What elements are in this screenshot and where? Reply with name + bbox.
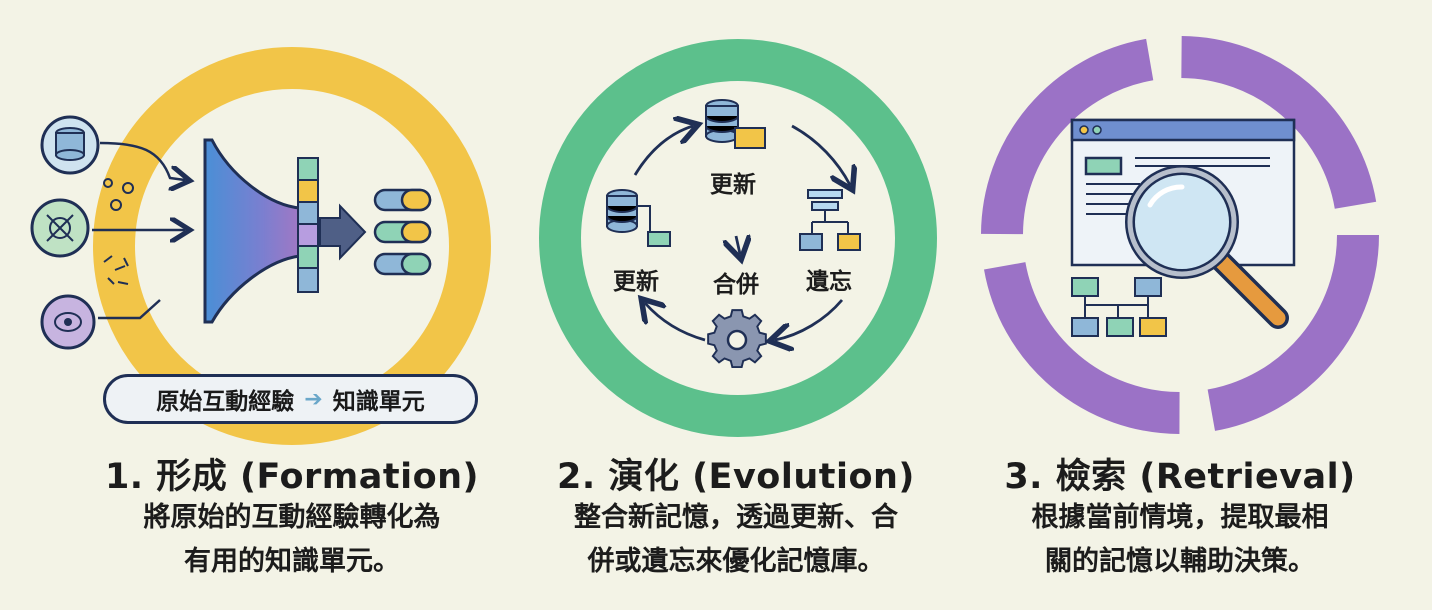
evolution-label-left: 更新 [613, 269, 659, 295]
evolution-title: 2. 演化 (Evolution) [557, 457, 915, 497]
formation-panel [30, 47, 491, 445]
evolution-label-right: 遺忘 [806, 269, 852, 295]
database-icon [40, 115, 100, 175]
retrieval-title: 3. 檢索 (Retrieval) [1004, 457, 1356, 497]
pill-arrow-icon: ➔ [304, 386, 323, 412]
output-arrow [319, 203, 367, 261]
formation-ring [93, 47, 491, 445]
scatter-particles-icon [103, 178, 134, 285]
magnifier-icon [1125, 165, 1289, 329]
pill-to-label: 知識單元 [332, 389, 425, 415]
gear-icon [707, 309, 767, 369]
knowledge-column [297, 157, 319, 293]
formation-pill: 原始互動經驗 ➔ 知識單元 [103, 374, 478, 424]
retrieval-desc-line1: 根據當前情境，提取最相 [1031, 502, 1329, 533]
database-icon-left [606, 189, 671, 247]
hierarchy-icon [799, 189, 861, 251]
evolution-desc-line1: 整合新記憶，透過更新、合 [574, 502, 898, 533]
knowledge-units [373, 188, 432, 276]
evolution-panel [539, 39, 937, 437]
formation-title: 1. 形成 (Formation) [104, 457, 480, 497]
evolution-label-top: 更新 [710, 172, 756, 198]
evolution-desc-line2: 併或遺忘來優化記憶庫。 [587, 546, 885, 577]
formation-desc-line1: 將原始的互動經驗轉化為 [143, 502, 441, 533]
database-icon-top [705, 99, 766, 149]
retrieval-panel [981, 36, 1379, 434]
evolution-ring [539, 39, 937, 437]
network-icon [30, 198, 90, 258]
funnel-icon [203, 138, 302, 324]
formation-desc-line2: 有用的知識單元。 [184, 546, 400, 577]
evolution-label-center: 合併 [713, 272, 759, 298]
retrieval-desc-line2: 關的記憶以輔助決策。 [1045, 546, 1315, 577]
hierarchy-icon-retrieval [1071, 277, 1167, 337]
brain-icon [40, 294, 96, 350]
pill-from-label: 原始互動經驗 [156, 389, 295, 415]
